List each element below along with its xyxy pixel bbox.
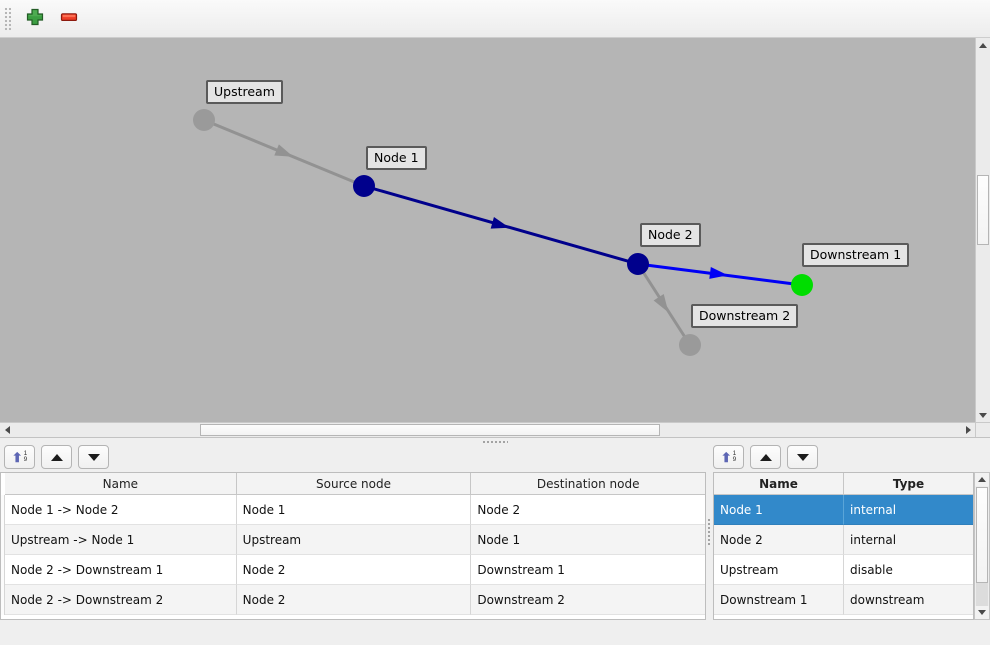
edge-arrow-icon bbox=[653, 294, 669, 313]
nodes-table: Name Type Node 1 internal Node 2 interna… bbox=[713, 472, 974, 620]
plus-icon bbox=[26, 8, 44, 29]
cell-name[interactable]: Node 1 -> Node 2 bbox=[5, 495, 237, 525]
edge-arrow-icon bbox=[490, 217, 510, 229]
status-strip bbox=[0, 621, 990, 645]
graph-canvas[interactable]: Upstream Node 1 Node 2 Downstream 1 Down… bbox=[0, 38, 975, 422]
scroll-up-button[interactable] bbox=[976, 38, 990, 52]
table-row[interactable]: Downstream 1 downstream bbox=[714, 585, 973, 615]
cell-source[interactable]: Node 2 bbox=[236, 555, 472, 585]
graph-svg bbox=[193, 109, 813, 356]
node-label-downstream1[interactable]: Downstream 1 bbox=[802, 243, 910, 267]
scroll-up-button[interactable] bbox=[975, 473, 989, 486]
column-header-source[interactable]: Source node bbox=[237, 473, 472, 494]
canvas-horizontal-scrollbar[interactable] bbox=[0, 422, 975, 437]
triangle-up-icon bbox=[50, 453, 63, 461]
table-row[interactable]: Node 2 internal bbox=[714, 525, 973, 555]
edges-move-up-button[interactable] bbox=[41, 445, 72, 469]
main-toolbar bbox=[0, 0, 990, 38]
vertical-scroll-thumb[interactable] bbox=[977, 175, 989, 245]
cell-destination[interactable]: Node 2 bbox=[471, 495, 706, 525]
cell-destination[interactable]: Downstream 2 bbox=[471, 585, 706, 615]
nodes-move-down-button[interactable] bbox=[787, 445, 818, 469]
scroll-left-button[interactable] bbox=[0, 423, 14, 437]
node-label-node1[interactable]: Node 1 bbox=[366, 146, 427, 170]
scroll-down-button[interactable] bbox=[975, 606, 989, 619]
arrow-right-icon bbox=[965, 426, 971, 434]
cell-name[interactable]: Upstream bbox=[714, 555, 844, 585]
cell-source[interactable]: Node 1 bbox=[236, 495, 472, 525]
node-label-upstream[interactable]: Upstream bbox=[206, 80, 283, 104]
column-header-name[interactable]: Name bbox=[714, 473, 844, 494]
cell-destination[interactable]: Downstream 1 bbox=[471, 555, 706, 585]
remove-button[interactable] bbox=[56, 6, 82, 32]
arrow-left-icon bbox=[4, 426, 10, 434]
scroll-down-button[interactable] bbox=[976, 408, 990, 422]
cell-name[interactable]: Node 2 -> Downstream 2 bbox=[5, 585, 237, 615]
table-scroll-thumb[interactable] bbox=[976, 487, 988, 583]
node-downstream2[interactable] bbox=[679, 334, 701, 356]
triangle-down-icon bbox=[796, 453, 809, 461]
cell-name[interactable]: Upstream -> Node 1 bbox=[5, 525, 237, 555]
cell-source[interactable]: Upstream bbox=[236, 525, 472, 555]
node-label-downstream2[interactable]: Downstream 2 bbox=[691, 304, 799, 328]
scrollbar-corner bbox=[975, 422, 990, 437]
nodes-table-header: Name Type bbox=[714, 473, 973, 495]
cell-type[interactable]: internal bbox=[844, 525, 973, 555]
arrow-up-icon bbox=[978, 477, 986, 482]
triangle-up-icon bbox=[759, 453, 772, 461]
canvas-vertical-scrollbar[interactable] bbox=[975, 38, 990, 422]
edge-arrow-icon bbox=[274, 144, 294, 157]
table-row-selected[interactable]: Node 1 internal bbox=[714, 495, 973, 525]
table-row[interactable]: Upstream -> Node 1 Upstream Node 1 bbox=[5, 525, 706, 555]
horizontal-scroll-thumb[interactable] bbox=[200, 424, 660, 436]
arrow-up-icon bbox=[979, 42, 987, 48]
column-header-destination[interactable]: Destination node bbox=[536, 476, 640, 491]
cell-type[interactable]: downstream bbox=[844, 585, 973, 615]
table-row[interactable]: Node 1 -> Node 2 Node 1 Node 2 bbox=[5, 495, 706, 525]
arrow-down-icon bbox=[979, 412, 987, 418]
node-node1[interactable] bbox=[353, 175, 375, 197]
scroll-track[interactable] bbox=[976, 583, 988, 606]
edges-table-header: Name Source node Destination node bbox=[5, 473, 705, 495]
add-button[interactable] bbox=[22, 6, 48, 32]
toolbar-drag-handle[interactable] bbox=[4, 6, 11, 31]
cell-source[interactable]: Node 2 bbox=[236, 585, 472, 615]
scroll-right-button[interactable] bbox=[961, 423, 975, 437]
node-label-node2[interactable]: Node 2 bbox=[640, 223, 701, 247]
cell-destination[interactable]: Node 1 bbox=[471, 525, 706, 555]
cell-name[interactable]: Downstream 1 bbox=[714, 585, 844, 615]
minus-icon bbox=[60, 8, 78, 29]
edges-table: Name Source node Destination node Node 1… bbox=[0, 472, 706, 620]
vertical-splitter-handle[interactable] bbox=[707, 518, 711, 546]
splitter-handle-icon bbox=[482, 440, 508, 444]
cell-type[interactable]: disable bbox=[844, 555, 973, 585]
node-downstream1[interactable] bbox=[791, 274, 813, 296]
horizontal-splitter[interactable] bbox=[0, 437, 990, 444]
triangle-down-icon bbox=[87, 453, 100, 461]
row-header-strip bbox=[1, 495, 5, 615]
column-header-name[interactable]: Name bbox=[5, 473, 237, 494]
table-row[interactable]: Upstream disable bbox=[714, 555, 973, 585]
node-upstream[interactable] bbox=[193, 109, 215, 131]
edge-arrow-icon bbox=[709, 267, 728, 279]
cell-name[interactable]: Node 2 -> Downstream 1 bbox=[5, 555, 237, 585]
column-header-type[interactable]: Type bbox=[892, 476, 925, 491]
node-node2[interactable] bbox=[627, 253, 649, 275]
edges-move-down-button[interactable] bbox=[78, 445, 109, 469]
cell-name[interactable]: Node 1 bbox=[714, 495, 844, 525]
arrow-down-icon bbox=[978, 610, 986, 615]
nodes-move-up-button[interactable] bbox=[750, 445, 781, 469]
table-row[interactable]: Node 2 -> Downstream 1 Node 2 Downstream… bbox=[5, 555, 706, 585]
cell-type[interactable]: internal bbox=[844, 495, 973, 525]
cell-name[interactable]: Node 2 bbox=[714, 525, 844, 555]
nodes-table-scrollbar[interactable] bbox=[974, 472, 990, 620]
table-row[interactable]: Node 2 -> Downstream 2 Node 2 Downstream… bbox=[5, 585, 706, 615]
